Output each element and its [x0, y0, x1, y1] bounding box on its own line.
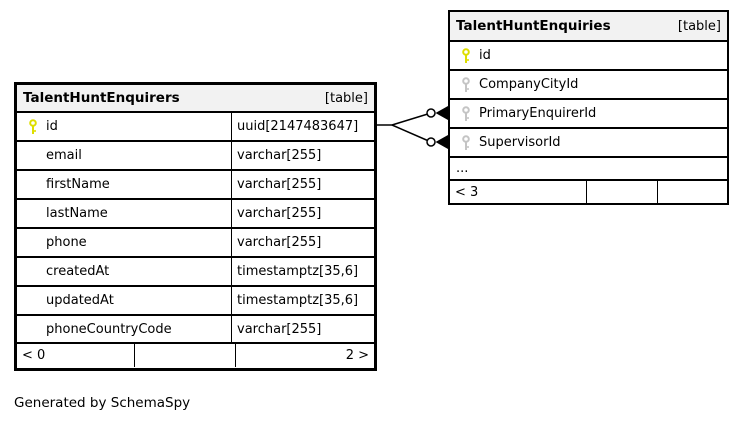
footer-parent-count: < 0 — [17, 344, 135, 367]
primary-key-icon — [458, 47, 473, 64]
column-name: phoneCountryCode — [46, 321, 172, 337]
generated-by-note: Generated by SchemaSpy — [14, 395, 191, 411]
connector-line-primary-enquirer — [391, 112, 432, 126]
more-columns-indicator: ... — [450, 158, 727, 181]
column-name: phone — [46, 235, 87, 250]
primary-key-icon — [25, 118, 40, 135]
column-name-cell: createdAt — [17, 258, 232, 285]
column-row: phoneCountryCode varchar[255] — [17, 316, 374, 344]
connector-line-supervisor — [391, 124, 432, 143]
column-name-cell: lastName — [17, 200, 232, 227]
column-name-cell: PrimaryEnquirerId — [450, 100, 727, 127]
column-name: id — [479, 48, 491, 63]
column-row: CompanyCityId — [450, 71, 727, 100]
column-name: id — [46, 119, 58, 134]
column-type: varchar[255] — [237, 321, 322, 337]
column-name: email — [46, 148, 82, 163]
foreign-key-icon — [458, 105, 473, 122]
column-row: phone varchar[255] — [17, 229, 374, 258]
column-name-cell: phoneCountryCode — [17, 316, 232, 342]
footer-middle-cell — [587, 181, 658, 203]
table-title[interactable]: TalentHuntEnquiries — [456, 18, 611, 34]
column-name-cell: phone — [17, 229, 232, 256]
column-name: SupervisorId — [479, 135, 561, 150]
footer-child-count — [658, 181, 727, 203]
column-name: lastName — [46, 206, 108, 221]
column-name: firstName — [46, 177, 110, 192]
column-row: updatedAt timestamptz[35,6] — [17, 287, 374, 316]
column-row: createdAt timestamptz[35,6] — [17, 258, 374, 287]
column-name-cell: SupervisorId — [450, 129, 727, 156]
column-type: varchar[255] — [237, 177, 322, 192]
column-name: CompanyCityId — [479, 77, 579, 92]
column-row: id — [450, 42, 727, 71]
cardinality-circle-icon — [426, 108, 436, 118]
table-title[interactable]: TalentHuntEnquirers — [23, 90, 180, 106]
table-node-enquirers: TalentHuntEnquirers [table] id uuid[2147… — [14, 82, 377, 371]
column-name-cell: CompanyCityId — [450, 71, 727, 98]
table-node-enquiries: TalentHuntEnquiries [table] id CompanyCi… — [448, 10, 729, 205]
footer-middle-cell — [135, 344, 236, 367]
column-name-cell: updatedAt — [17, 287, 232, 314]
column-name-cell: id — [17, 113, 232, 140]
column-row: lastName varchar[255] — [17, 200, 374, 229]
column-row: email varchar[255] — [17, 142, 374, 171]
column-row: firstName varchar[255] — [17, 171, 374, 200]
column-type: varchar[255] — [237, 206, 322, 221]
column-type: varchar[255] — [237, 148, 322, 163]
column-name-cell: firstName — [17, 171, 232, 198]
column-name-cell: email — [17, 142, 232, 169]
table-type-badge: [table] — [324, 90, 368, 106]
column-type: timestamptz[35,6] — [237, 264, 359, 279]
foreign-key-icon — [458, 76, 473, 93]
footer-child-count: 2 > — [345, 348, 369, 363]
column-type: timestamptz[35,6] — [237, 293, 359, 308]
column-row: PrimaryEnquirerId — [450, 100, 727, 129]
table-footer-enquirers: < 0 2 > — [17, 344, 374, 367]
column-name: updatedAt — [46, 293, 114, 308]
column-name: PrimaryEnquirerId — [479, 106, 597, 121]
column-type: varchar[255] — [237, 235, 322, 250]
column-name-cell: id — [450, 42, 727, 69]
footer-parent-count: < 3 — [450, 181, 587, 203]
column-type: uuid[2147483647] — [237, 119, 359, 134]
table-footer-enquiries: < 3 — [450, 181, 727, 203]
arrowhead-icon — [435, 106, 448, 120]
foreign-key-icon — [458, 134, 473, 151]
table-header-enquirers: TalentHuntEnquirers [table] — [17, 85, 374, 113]
table-header-enquiries: TalentHuntEnquiries [table] — [450, 12, 727, 42]
column-name: createdAt — [46, 264, 110, 279]
cardinality-circle-icon — [426, 137, 436, 147]
table-type-badge: [table] — [677, 18, 721, 34]
arrowhead-icon — [435, 135, 448, 149]
column-row: id uuid[2147483647] — [17, 113, 374, 142]
relationship-connector — [377, 106, 448, 149]
column-row: SupervisorId — [450, 129, 727, 158]
